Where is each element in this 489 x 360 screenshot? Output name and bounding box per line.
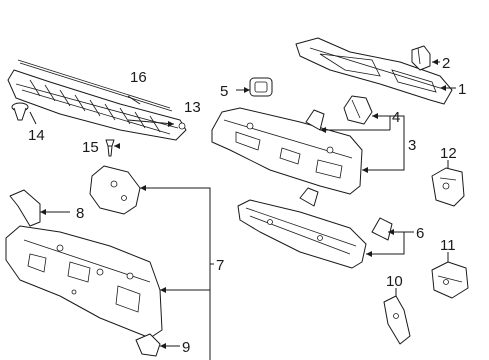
part-6-reinforcement — [237, 187, 393, 269]
part-9-clip — [135, 333, 161, 357]
leader-arrows — [40, 59, 446, 349]
callout-16: 16 — [130, 69, 147, 86]
part-10-bracket — [383, 295, 411, 345]
part-13-cowl-grille — [7, 69, 187, 141]
part-4-bracket — [343, 95, 373, 125]
part-1-upper-cowl-panel — [295, 37, 453, 105]
callout-10: 10 — [386, 273, 403, 290]
part-2-bracket — [411, 45, 431, 71]
callout-9: 9 — [182, 339, 190, 356]
part-15-screw — [105, 139, 115, 157]
part-5-grommet — [249, 77, 273, 97]
callout-12: 12 — [440, 145, 457, 162]
callout-8: 8 — [76, 205, 84, 222]
callout-6: 6 — [416, 225, 424, 242]
callout-13: 13 — [184, 99, 201, 116]
callout-5: 5 — [220, 83, 228, 100]
part-7-dash-assembly — [5, 165, 163, 339]
part-14-clip — [11, 102, 29, 121]
part-16-weatherstrip — [17, 59, 173, 112]
part-12-bracket — [431, 167, 465, 207]
part-11-bracket — [431, 261, 469, 299]
callout-3: 3 — [408, 137, 416, 154]
callout-7: 7 — [216, 257, 224, 274]
callout-2: 2 — [442, 55, 450, 72]
callout-15: 15 — [82, 139, 99, 156]
callout-14: 14 — [28, 127, 45, 144]
callout-1: 1 — [458, 81, 466, 98]
callout-labels: 1 2 3 4 5 6 7 8 9 10 11 12 13 14 15 16 — [28, 55, 466, 356]
part-3-dash-panel — [211, 107, 363, 195]
callout-11: 11 — [440, 237, 456, 254]
part-8-brace — [9, 189, 41, 227]
callout-4: 4 — [392, 109, 400, 126]
